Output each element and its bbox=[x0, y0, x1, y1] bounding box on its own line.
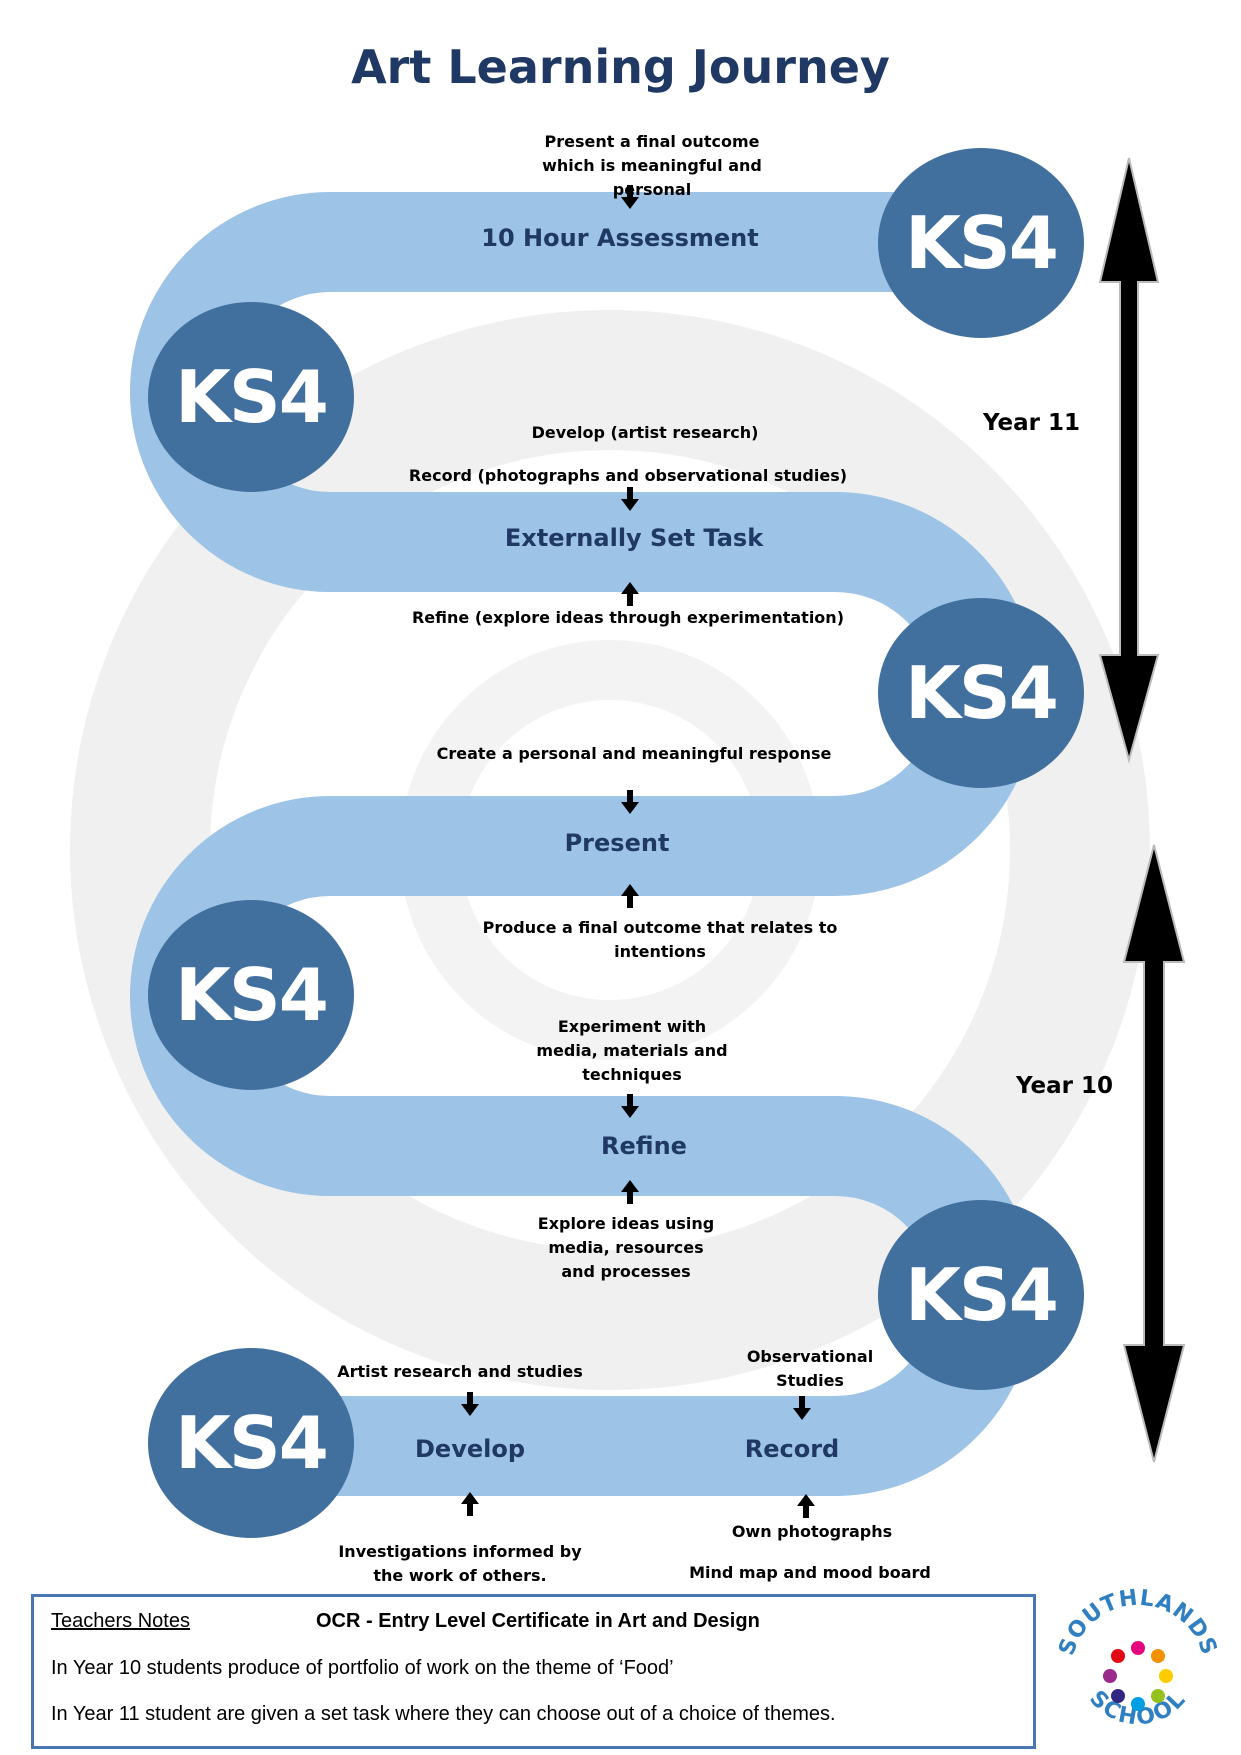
note-record-below-1: Own photographs bbox=[731, 1522, 893, 1541]
arrow-up-icon bbox=[621, 884, 639, 908]
stage-10-hour-assessment: 10 Hour Assessment bbox=[481, 224, 759, 252]
notes-line-year10: In Year 10 students produce of portfolio… bbox=[51, 1657, 674, 1679]
qualification-title: OCR - Entry Level Certificate in Art and… bbox=[316, 1610, 760, 1632]
ks4-circle-6: KS4 bbox=[148, 1348, 354, 1538]
arrow-down-icon bbox=[461, 1392, 479, 1416]
note-est-below: Refine (explore ideas through experiment… bbox=[411, 608, 844, 627]
note-develop-above: Artist research and studies bbox=[337, 1362, 583, 1381]
southlands-school-logo: SOUTHLANDS SCHOOL bbox=[1054, 1585, 1220, 1730]
ks4-circle-4: KS4 bbox=[148, 900, 354, 1090]
note-present-below: Produce a final outcome that relates to … bbox=[482, 918, 838, 961]
note-present-above: Create a personal and meaningful respons… bbox=[436, 744, 832, 763]
notes-line-year11: In Year 11 student are given a set task … bbox=[51, 1703, 836, 1725]
arrow-down-icon bbox=[793, 1396, 811, 1420]
arrow-up-icon bbox=[621, 582, 639, 606]
year-11-label: Year 11 bbox=[983, 410, 1081, 436]
stage-develop: Develop bbox=[414, 1435, 526, 1463]
note-refine-below: Explore ideas using media, resources and… bbox=[537, 1214, 715, 1281]
note-develop-below: Investigations informed by the work of o… bbox=[338, 1542, 582, 1585]
ks4-circle-2: KS4 bbox=[148, 302, 354, 492]
note-record-below-2: Mind map and mood board bbox=[689, 1563, 931, 1582]
note-assessment-above: Present a final outcome which is meaning… bbox=[542, 132, 762, 199]
note-refine-above: Experiment with media, materials and tec… bbox=[536, 1017, 728, 1084]
arrow-up-icon bbox=[461, 1492, 479, 1516]
note-est-above-1: Develop (artist research) bbox=[531, 423, 759, 442]
teachers-notes-box: Teachers Notes OCR - Entry Level Certifi… bbox=[31, 1594, 1036, 1749]
year-11-double-arrow-icon bbox=[1098, 157, 1160, 764]
stage-refine: Refine bbox=[601, 1132, 687, 1160]
teachers-notes-heading: Teachers Notes bbox=[51, 1610, 190, 1632]
ks4-circle-3: KS4 bbox=[878, 598, 1084, 788]
stage-present: Present bbox=[564, 829, 670, 857]
ks4-circle-5: KS4 bbox=[878, 1200, 1084, 1390]
arrow-down-icon bbox=[621, 790, 639, 814]
arrow-up-icon bbox=[621, 1180, 639, 1204]
stage-externally-set-task: Externally Set Task bbox=[504, 524, 764, 552]
year-10-double-arrow-icon bbox=[1122, 844, 1186, 1463]
stage-record: Record bbox=[744, 1435, 840, 1463]
year-10-label: Year 10 bbox=[1016, 1073, 1114, 1099]
ks4-circle-1: KS4 bbox=[878, 148, 1084, 338]
people-ring-icon bbox=[1103, 1641, 1173, 1711]
arrow-down-icon bbox=[621, 1094, 639, 1118]
page-title: Art Learning Journey bbox=[351, 40, 890, 94]
arrow-down-icon bbox=[621, 487, 639, 511]
arrow-up-icon bbox=[797, 1494, 815, 1518]
arrow-down-icon bbox=[621, 185, 639, 209]
note-record-above: Observational Studies bbox=[746, 1347, 874, 1390]
note-est-above-2: Record (photographs and observational st… bbox=[408, 466, 848, 485]
